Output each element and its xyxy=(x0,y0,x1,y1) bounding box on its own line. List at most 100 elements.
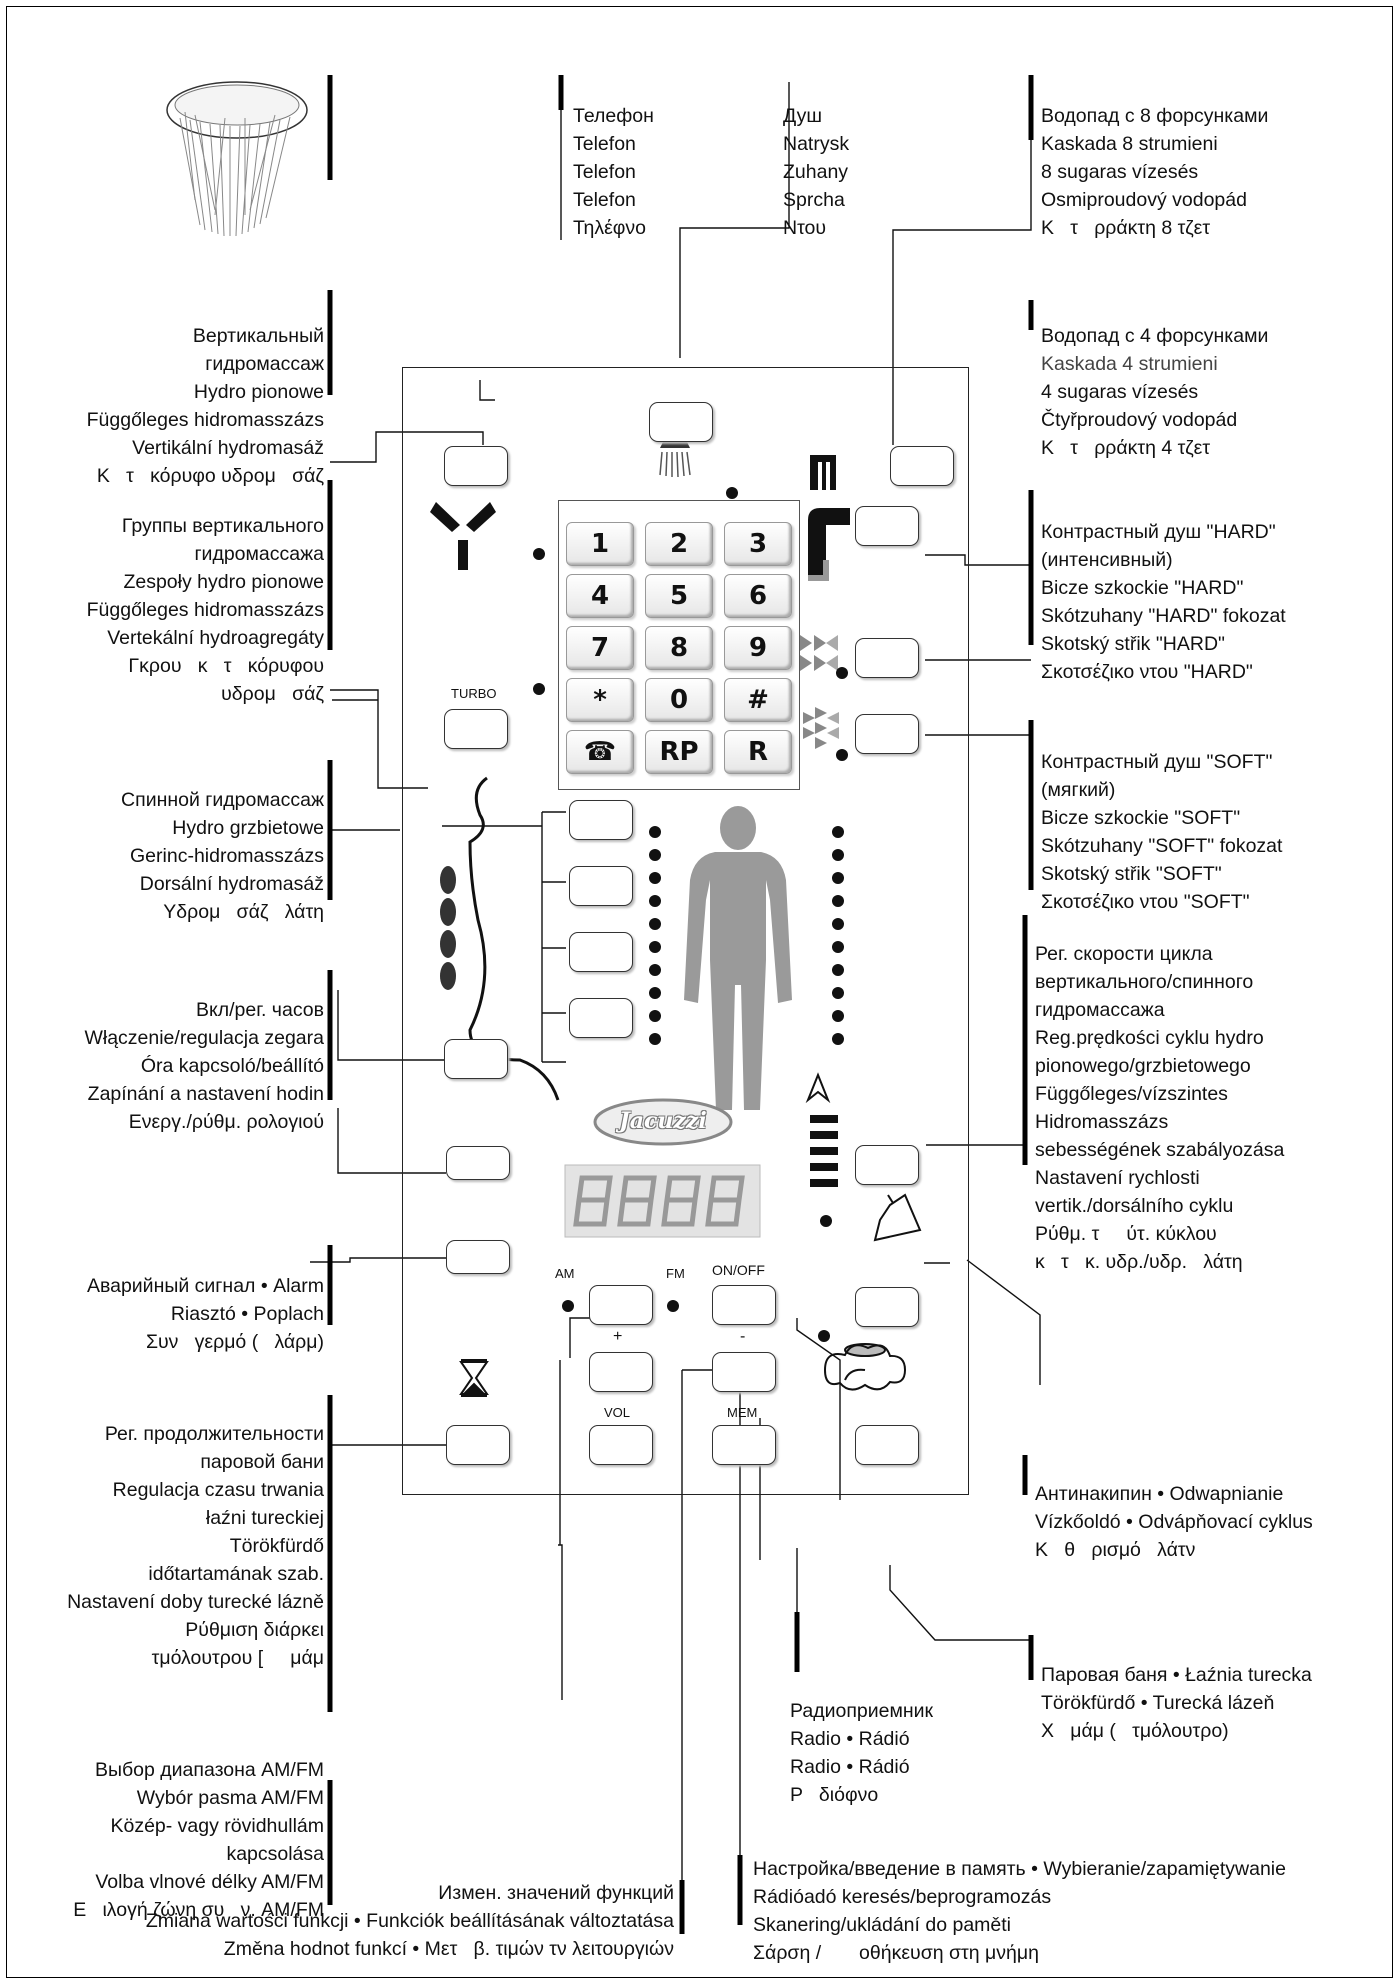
key-3[interactable]: 3 xyxy=(724,522,792,566)
display-led xyxy=(820,1215,832,1227)
vol-minus-button[interactable] xyxy=(712,1352,776,1392)
key-rp[interactable]: RP xyxy=(645,730,713,774)
cascade4-button[interactable] xyxy=(890,446,954,486)
dorsal-led-3 xyxy=(649,872,661,884)
am-label: AM xyxy=(555,1266,575,1281)
alarm-button[interactable] xyxy=(446,1240,510,1274)
cascade4-icon xyxy=(810,455,836,490)
dorsal-zone1-button[interactable] xyxy=(569,800,633,840)
label-soft: Контрастный душ "SOFT"(мягкий)Bicze szko… xyxy=(1041,751,1283,913)
key-9[interactable]: 9 xyxy=(724,626,792,670)
cascade8-icon xyxy=(808,508,850,581)
hard-led xyxy=(836,667,848,679)
vertical-led xyxy=(533,548,545,560)
jacuzzi-logo xyxy=(593,1098,733,1146)
clock-button[interactable] xyxy=(446,1146,510,1180)
vertical-led-5 xyxy=(832,918,844,930)
label-hard: Контрастный душ "HARD"(интенсивный)Bicze… xyxy=(1041,521,1286,683)
key-4[interactable]: 4 xyxy=(566,574,634,618)
vol-button[interactable] xyxy=(589,1425,653,1465)
am-led xyxy=(562,1300,574,1312)
hourglass-icon xyxy=(459,1359,489,1397)
key-r[interactable]: R xyxy=(724,730,792,774)
fm-led xyxy=(667,1300,679,1312)
hard-button[interactable] xyxy=(855,638,919,678)
dorsal-button[interactable] xyxy=(444,1039,508,1079)
steam-led xyxy=(818,1330,830,1342)
mem-button[interactable] xyxy=(712,1425,776,1465)
dorsal-led-6 xyxy=(649,941,661,953)
dorsal-led-8 xyxy=(649,987,661,999)
turbo-button[interactable] xyxy=(444,709,508,749)
minus-label: - xyxy=(740,1328,746,1345)
dorsal-led-1 xyxy=(649,826,661,838)
vertical-led-10 xyxy=(832,1033,844,1045)
key-1[interactable]: 1 xyxy=(566,522,634,566)
key-2[interactable]: 2 xyxy=(645,522,713,566)
dorsal-zone3-button[interactable] xyxy=(569,932,633,972)
shower-button[interactable] xyxy=(649,402,713,442)
page-border xyxy=(6,6,1393,1978)
hard-jets-icon xyxy=(800,635,838,671)
key-5[interactable]: 5 xyxy=(645,574,713,618)
key-star[interactable]: * xyxy=(566,678,634,722)
vertical-led-4 xyxy=(832,895,844,907)
dorsal-led-7 xyxy=(649,964,661,976)
led-display xyxy=(564,1164,761,1238)
control-panel xyxy=(402,367,969,1495)
speed-arrow-icon xyxy=(805,1072,838,1187)
key-hash[interactable]: # xyxy=(724,678,792,722)
key-phone[interactable]: ☎ xyxy=(566,730,634,774)
speed-button[interactable] xyxy=(855,1145,919,1185)
steam-button[interactable] xyxy=(855,1425,919,1465)
key-0[interactable]: 0 xyxy=(645,678,713,722)
dorsal-led-5 xyxy=(649,918,661,930)
dorsal-led-9 xyxy=(649,1010,661,1022)
vertical-led-7 xyxy=(832,964,844,976)
shower-led xyxy=(726,487,738,499)
rain-shower-icon xyxy=(166,81,308,237)
dorsal-zone2-button[interactable] xyxy=(569,866,633,906)
vol-plus-button[interactable] xyxy=(589,1352,653,1392)
vertical-led-1 xyxy=(832,826,844,838)
plus-label: + xyxy=(613,1328,623,1345)
key-7[interactable]: 7 xyxy=(566,626,634,670)
key-6[interactable]: 6 xyxy=(724,574,792,618)
onoff-label: ON/OFF xyxy=(712,1262,765,1278)
vertical-hydro-button[interactable] xyxy=(444,446,508,486)
vertical-led-6 xyxy=(832,941,844,953)
key-8[interactable]: 8 xyxy=(645,626,713,670)
dorsal-jets-icon xyxy=(440,866,456,990)
fm-label: FM xyxy=(666,1266,685,1281)
dorsal-led-2 xyxy=(649,849,661,861)
descale-button[interactable] xyxy=(855,1287,919,1327)
vertical-led-8 xyxy=(832,987,844,999)
dorsal-zone4-button[interactable] xyxy=(569,998,633,1038)
vertical-led-3 xyxy=(832,872,844,884)
cascade8-button[interactable] xyxy=(855,506,919,546)
band-button[interactable] xyxy=(589,1285,653,1325)
human-figure xyxy=(684,806,792,1110)
vertical-led-2 xyxy=(832,849,844,861)
soft-button[interactable] xyxy=(855,714,919,754)
descale-jug-icon xyxy=(873,1193,922,1242)
onoff-button[interactable] xyxy=(712,1285,776,1325)
soft-jets-icon xyxy=(803,707,839,749)
steam-time-button[interactable] xyxy=(446,1425,510,1465)
vertical-hydro-icon xyxy=(430,502,496,570)
vertical-led-9 xyxy=(832,1010,844,1022)
